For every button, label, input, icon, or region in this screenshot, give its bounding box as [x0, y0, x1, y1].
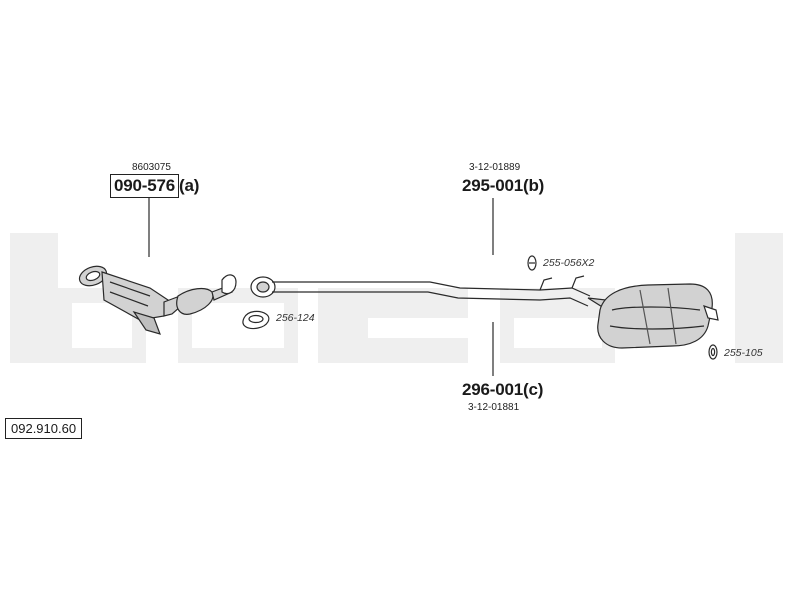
center-part-label: 295-001(b)	[462, 177, 544, 194]
center-pipe	[250, 275, 591, 307]
rubber-mount-icon	[527, 255, 537, 271]
mount-code: 255-105	[724, 347, 763, 359]
front-part-suffix: (a)	[179, 176, 200, 195]
mount-pair-code: 255-056X2	[543, 257, 595, 269]
front-pipe-section	[78, 265, 237, 335]
reference-number: 092.910.60	[5, 418, 83, 439]
center-part-number: 295-001	[462, 176, 523, 195]
rear-part-number: 296-001	[462, 380, 523, 399]
center-part-suffix: (b)	[523, 176, 545, 195]
front-part-number: 090-576	[110, 174, 179, 198]
center-part-code: 3-12-01889	[469, 162, 521, 173]
rear-muffler	[587, 283, 719, 349]
rear-part-suffix: (c)	[523, 380, 544, 399]
gasket-code: 256-124	[276, 312, 315, 324]
rear-part-label: 296-001(c)	[462, 381, 543, 398]
front-part-code: 8603075	[132, 162, 171, 173]
front-part-label: 090-576(a)	[110, 174, 200, 198]
gasket-ring-icon	[242, 310, 270, 330]
rubber-ring-icon	[708, 344, 718, 360]
rear-part-code: 3-12-01881	[468, 402, 520, 413]
